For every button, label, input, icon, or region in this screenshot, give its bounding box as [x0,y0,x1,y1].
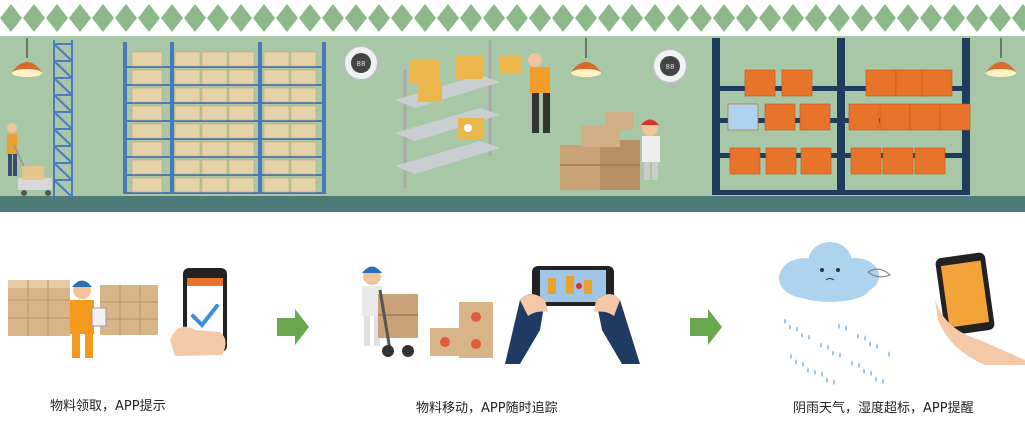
warehouse-banner: 88 88 [0,0,1025,212]
step-1-caption: 物料领取，APP提示 [50,399,166,414]
hand-icon [935,300,1025,365]
workflow-steps [8,242,1025,385]
metal-shelf [395,40,500,188]
blue-scaffold [53,40,73,198]
smartphone-icon[interactable] [935,252,995,336]
pallet-boxes [8,280,158,336]
pendant-lamp-icon [986,38,1016,77]
check-icon [191,304,219,329]
wall-clock-icon: 88 [652,48,688,84]
worker-with-clipboard-icon [70,280,107,358]
svg-text:88: 88 [357,60,366,68]
step-2-caption: 物料移动，APP随时追踪 [416,401,558,416]
pendant-lamp-icon [12,38,42,77]
diamond-border [0,0,1025,36]
next-step-arrow-icon [277,309,309,345]
carton-shelving [123,42,326,194]
orange-box-rack [712,38,971,195]
hand-truck-icon [362,266,418,357]
step-3-caption: 阴雨天气，湿度超标，APP提醒 [793,401,974,416]
stacked-boxes [560,112,640,190]
rain-cloud-icon [779,242,891,385]
hands-icon [505,294,640,364]
svg-text:88: 88 [666,63,675,71]
stacked-boxes [430,302,493,358]
smartphone-icon[interactable] [532,266,614,306]
floor-strip [0,196,1025,212]
wall-clock-icon: 88 [343,45,379,81]
worker-red-cap-icon [641,119,660,180]
pendant-lamp-icon [571,38,601,77]
hand-icon [170,326,226,356]
worker-with-cart-icon [7,123,52,196]
next-step-arrow-icon [690,309,722,345]
worker-lifting-box-icon [500,53,550,133]
